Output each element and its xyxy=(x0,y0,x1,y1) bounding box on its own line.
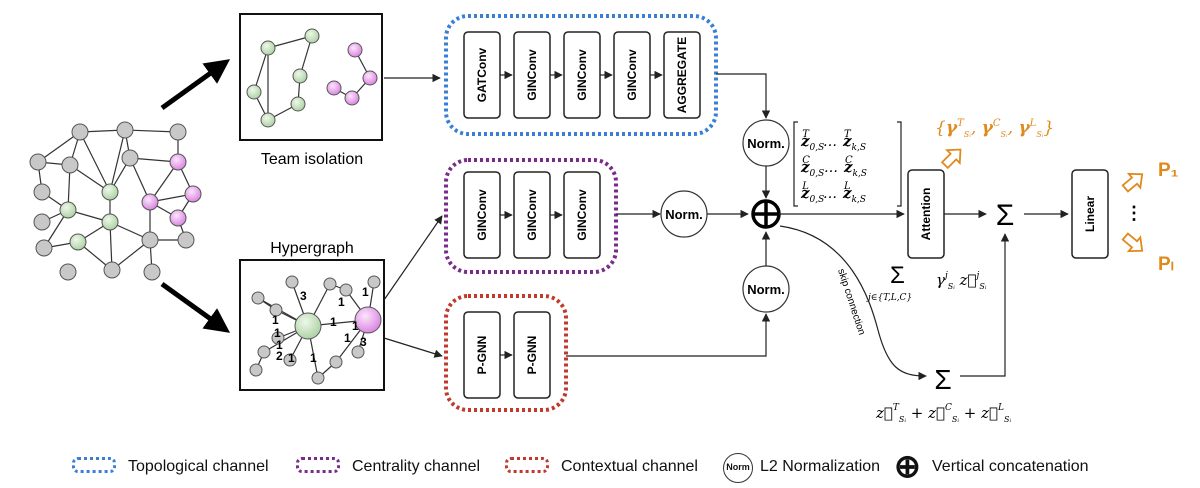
svg-text:3: 3 xyxy=(360,335,367,349)
svg-text:γjSᵢ z⃗jSᵢ: γjSᵢ z⃗jSᵢ xyxy=(936,271,987,291)
arrow-to-team-isolation xyxy=(160,59,231,111)
gamma-out-arrow xyxy=(940,148,962,170)
hypergraph-nodes xyxy=(249,275,382,385)
team-isolation-nodes xyxy=(246,28,378,128)
output-arrow-bottom xyxy=(1121,232,1144,253)
matrix-row: z0,SC…zk,SC xyxy=(800,155,867,179)
svg-text:1: 1 xyxy=(310,351,317,365)
svg-text:Σ: Σ xyxy=(890,262,905,289)
ctx-to-norm-arrow xyxy=(566,313,771,357)
contextual-blocks: P-GNN P-GNN xyxy=(463,311,551,399)
diagram-canvas: Team isolation Hypergraph xyxy=(29,13,1179,424)
channel-block-label: GINConv xyxy=(525,49,539,101)
hypergraph-label: Hypergraph xyxy=(270,240,354,257)
output-arrow-top xyxy=(1121,172,1144,193)
svg-text:1: 1 xyxy=(272,313,279,327)
legend-label-norm: L2 Normalization xyxy=(760,458,881,475)
output-ellipsis: ⋮ xyxy=(1125,203,1143,223)
legend-concat-icon: ⊕ xyxy=(894,448,921,484)
linear-label: Linear xyxy=(1083,196,1097,232)
contextual-channel xyxy=(444,294,568,412)
input-graph xyxy=(37,129,194,273)
linear-block xyxy=(1071,169,1109,259)
hyper-edge-weights: 3 1 1 1 2 1 1 1 1 1 1 1 3 xyxy=(272,285,369,365)
main-sum: Σ xyxy=(996,199,1015,232)
svg-text:3: 3 xyxy=(300,289,307,303)
attention-sum-expression: Σ j∈{T,L,C} γjSᵢ z⃗jSᵢ xyxy=(866,262,987,303)
topo-to-norm-arrow xyxy=(716,73,771,119)
channel-block-label: GINConv xyxy=(575,189,589,241)
matrix-row: z0,SL…zk,SL xyxy=(800,181,866,205)
legend-label-contextual: Contextual channel xyxy=(561,458,698,475)
svg-text:1: 1 xyxy=(274,326,281,340)
arrow-to-contextual xyxy=(383,337,443,358)
channel-block-label: GINConv xyxy=(625,49,639,101)
channel-block xyxy=(663,31,701,119)
channel-block-label: GINConv xyxy=(575,49,589,101)
concat-symbol xyxy=(751,199,781,229)
svg-text:1: 1 xyxy=(352,319,359,333)
legend-swatch-centrality xyxy=(296,457,340,473)
input-graph-nodes xyxy=(29,121,202,281)
topological-blocks: GATConv GINConv GINConv GINConv AGGREGATE xyxy=(463,31,701,119)
skip-connection-label: skip connection xyxy=(835,268,867,337)
svg-text:1: 1 xyxy=(338,295,345,309)
legend-swatch-topological xyxy=(72,457,116,473)
svg-text:1: 1 xyxy=(330,315,337,329)
norm-label-top: Norm. xyxy=(747,136,785,151)
svg-text:1: 1 xyxy=(288,351,295,365)
skip-sum: Σ xyxy=(934,364,951,395)
norm-label-mid: Norm. xyxy=(665,207,703,222)
legend-label-concat: Vertical concatenation xyxy=(932,458,1089,475)
legend-label-topological: Topological channel xyxy=(128,458,269,475)
gamma-set: {γTSᵢ, γCSᵢ, γLSᵢ} xyxy=(935,118,1054,139)
centrality-channel xyxy=(444,158,618,274)
legend-label-centrality: Centrality channel xyxy=(352,458,481,475)
output-pl: Pₗ xyxy=(1158,254,1174,275)
arrow-to-hypergraph xyxy=(160,281,231,333)
channel-block-label: GINConv xyxy=(475,189,489,241)
arrow-to-centrality xyxy=(383,215,443,301)
legend: Topological channel Centrality channel C… xyxy=(0,448,1200,484)
team-isolation-label: Team isolation xyxy=(261,151,363,168)
channel-block xyxy=(563,171,601,259)
svg-text:j∈{T,L,C}: j∈{T,L,C} xyxy=(866,293,912,303)
legend-norm-icon: Norm xyxy=(723,453,753,483)
svg-text:1: 1 xyxy=(276,338,283,352)
channel-block-label: GATConv xyxy=(475,47,489,102)
svg-text:1: 1 xyxy=(362,285,369,299)
skip-connection-arrow xyxy=(779,225,927,381)
topological-channel xyxy=(444,14,718,136)
attention-label: Attention xyxy=(919,188,933,241)
legend-swatch-contextual xyxy=(505,457,549,473)
channel-block-label: P-GNN xyxy=(475,336,489,375)
channel-block-label: P-GNN xyxy=(525,336,539,375)
skip-sum-expression: z⃗TSᵢ + z⃗CSᵢ + z⃗LSᵢ xyxy=(875,403,1011,424)
matrix-row: z0,ST…zk,ST xyxy=(800,129,866,153)
channel-block xyxy=(513,311,551,399)
svg-text:1: 1 xyxy=(344,331,351,345)
output-p1: P₁ xyxy=(1158,160,1179,181)
skip-sum-to-main-sum xyxy=(960,233,1010,377)
centrality-blocks: GINConv GINConv GINConv xyxy=(463,171,601,259)
channel-block-label: AGGREGATE xyxy=(675,37,689,113)
svg-text:2: 2 xyxy=(276,349,283,363)
norm-label-bottom: Norm. xyxy=(747,282,785,297)
channel-block-label: GINConv xyxy=(525,189,539,241)
